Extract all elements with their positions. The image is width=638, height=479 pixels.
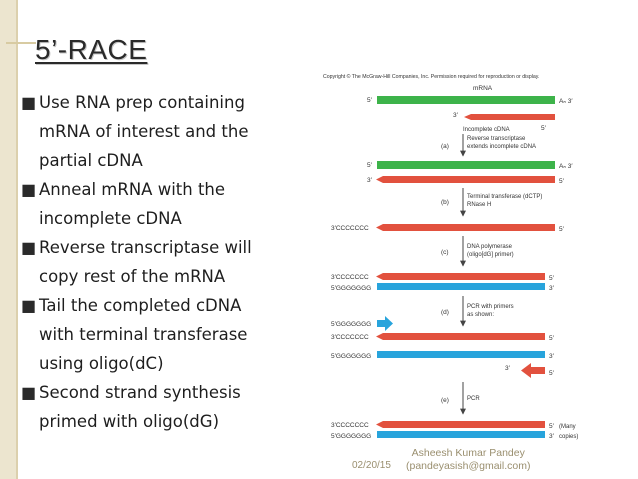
step-c-text: (oligo[dG] primer) — [467, 252, 514, 258]
five-prime-label: 5′ — [549, 275, 555, 282]
bullet-text: Reverse transcriptase will copy rest of … — [39, 238, 252, 286]
three-prime-label: 3′ — [505, 365, 511, 372]
c-tail-label: 3′CCCCCCC — [331, 225, 369, 232]
second-strand — [377, 283, 545, 290]
bullet-text: Use RNA prep containing mRNA of interest… — [39, 93, 249, 170]
five-prime-label: 5′ — [549, 335, 555, 342]
g-tail-label: 5′GGGGGGG — [331, 433, 371, 440]
five-prime-label: 5′ — [559, 178, 565, 185]
second-strand — [377, 351, 545, 358]
five-prime-label: 5′ — [367, 97, 373, 104]
incomplete-cdna-strand — [464, 114, 555, 120]
five-prime-label: 5′ — [549, 370, 555, 377]
square-bullet-icon: ■ — [21, 296, 37, 315]
step-b-text: RNase H — [467, 202, 491, 208]
footer-author: Asheesh Kumar Pandey (pandeyasish@gmail.… — [406, 447, 531, 472]
reverse-primer — [521, 363, 545, 378]
square-bullet-icon: ■ — [21, 383, 37, 402]
race-diagram: Copyright © The McGraw-Hill Companies, I… — [323, 73, 578, 440]
step-a-text: Reverse transcriptase — [467, 136, 526, 142]
mrna-label: mRNA — [473, 85, 493, 92]
footer-date: 02/20/15 — [352, 460, 391, 471]
bullet-item: ■ Tail the completed cDNA with terminal … — [21, 291, 296, 378]
square-bullet-icon: ■ — [21, 238, 37, 257]
step-d-label: (d) — [441, 309, 449, 316]
tailed-cdna-strand — [376, 224, 555, 231]
side-divider-line — [16, 0, 18, 479]
three-prime-label: 3′ — [367, 177, 373, 184]
g-tail-label: 5′GGGGGGG — [331, 321, 371, 328]
five-prime-label: 5′ — [367, 162, 373, 169]
five-prime-label: 5′ — [541, 125, 547, 132]
step-a-text: extends incomplete cDNA — [467, 144, 536, 150]
poly-a-label: Aₙ 3′ — [559, 163, 573, 170]
full-cdna-strand — [376, 176, 555, 183]
step-b-label: (b) — [441, 199, 449, 206]
second-strand — [377, 431, 545, 438]
bullet-text: Tail the completed cDNA with terminal tr… — [39, 296, 248, 373]
g-tail-label: 5′GGGGGGG — [331, 285, 371, 292]
mrna-strand — [377, 96, 555, 104]
side-band — [0, 0, 18, 479]
slide-title: 5’-RACE — [35, 34, 148, 65]
bullet-text: Anneal mRNA with the incomplete cDNA — [39, 180, 226, 228]
cdna-strand — [376, 333, 545, 340]
incomplete-cdna-label: Incomplete cDNA — [463, 127, 510, 133]
step-c-label: (c) — [441, 249, 449, 256]
bullet-item: ■ Reverse transcriptase will copy rest o… — [21, 233, 296, 291]
poly-a-label: Aₙ 3′ — [559, 98, 573, 105]
bullet-item: ■ Anneal mRNA with the incomplete cDNA — [21, 175, 296, 233]
cdna-strand — [376, 421, 545, 428]
mrna-strand — [377, 161, 555, 169]
step-a-label: (a) — [441, 143, 449, 150]
three-prime-label: 3′ — [549, 433, 555, 440]
title-accent-rule — [6, 42, 36, 44]
many-copies-label: (Many — [559, 424, 576, 430]
c-tail-label: 3′CCCCCCC — [331, 274, 369, 281]
three-prime-label: 3′ — [549, 353, 555, 360]
step-b-text: Terminal transferase (dCTP) — [467, 194, 542, 200]
five-prime-label: 5′ — [549, 423, 555, 430]
bullet-text: Second strand synthesis primed with olig… — [39, 383, 241, 431]
c-tail-label: 3′CCCCCCC — [331, 334, 369, 341]
c-tail-label: 3′CCCCCCC — [331, 422, 369, 429]
g-tail-label: 5′GGGGGGG — [331, 353, 371, 360]
step-d-text: PCR with primers — [467, 304, 514, 310]
forward-primer — [377, 316, 393, 331]
bullet-item: ■ Use RNA prep containing mRNA of intere… — [21, 88, 296, 175]
step-c-text: DNA polymerase — [467, 244, 513, 250]
square-bullet-icon: ■ — [21, 93, 37, 112]
step-d-text: as shown: — [467, 312, 494, 318]
five-prime-label: 5′ — [559, 226, 565, 233]
cdna-strand — [376, 273, 545, 280]
square-bullet-icon: ■ — [21, 180, 37, 199]
bullet-list: ■ Use RNA prep containing mRNA of intere… — [21, 88, 296, 436]
many-copies-label: copies) — [559, 434, 578, 440]
three-prime-label: 3′ — [549, 285, 555, 292]
bullet-item: ■ Second strand synthesis primed with ol… — [21, 378, 296, 436]
three-prime-label: 3′ — [453, 112, 459, 119]
step-e-label: (e) — [441, 397, 449, 404]
copyright-notice: Copyright © The McGraw-Hill Companies, I… — [323, 73, 539, 80]
step-e-text: PCR — [467, 396, 480, 402]
